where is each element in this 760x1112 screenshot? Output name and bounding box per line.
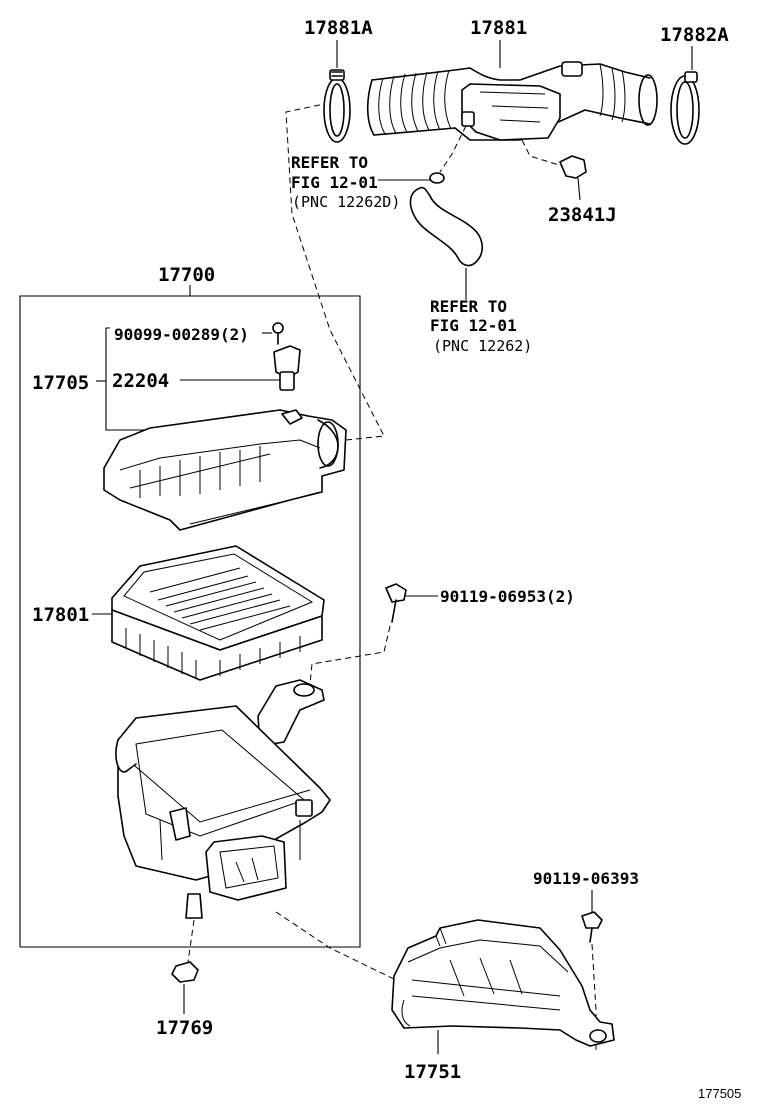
hose-clamp-17881a <box>323 40 351 143</box>
refer-note-1-line-3: (PNC 12262D) <box>292 193 400 211</box>
connection-line-cap-to-clamp <box>285 103 385 441</box>
label-17882a: 17882A <box>660 24 729 46</box>
label-23841j: 23841J <box>548 204 617 226</box>
screw-90099-00289 <box>262 322 284 345</box>
label-90099-00289: 90099-00289(2) <box>114 325 249 344</box>
grommet-17769 <box>171 919 199 1014</box>
figure-id: 177505 <box>698 1086 741 1101</box>
air-cleaner-case <box>115 679 331 919</box>
intake-hose-17881 <box>366 40 658 141</box>
label-17881a: 17881A <box>304 17 373 39</box>
air-inlet-17751 <box>275 911 615 1054</box>
label-90119-06953: 90119-06953(2) <box>440 587 575 606</box>
refer-note-2-line-3: (PNC 12262) <box>433 337 532 355</box>
vent-hose-connector <box>378 125 483 300</box>
label-17881: 17881 <box>470 17 527 39</box>
label-17751: 17751 <box>404 1061 461 1083</box>
refer-note-1-line-2: FIG 12-01 <box>291 173 378 192</box>
assembly-frame-17700 <box>19 285 361 948</box>
mass-air-flow-sensor-22204 <box>180 345 301 391</box>
label-17705: 17705 <box>32 372 89 394</box>
air-cleaner-cap-17705 <box>103 409 347 531</box>
air-filter-element-17801 <box>92 545 325 681</box>
label-22204: 22204 <box>112 370 169 392</box>
refer-note-2-line-1: REFER TO <box>430 297 507 316</box>
label-90119-06393: 90119-06393 <box>533 869 639 888</box>
bolt-90119-06953 <box>309 583 438 685</box>
refer-note-2-line-2: FIG 12-01 <box>430 316 517 335</box>
label-17700: 17700 <box>158 264 215 286</box>
leader-17705 <box>96 327 170 431</box>
label-17801: 17801 <box>32 604 89 626</box>
hose-clamp-17882a <box>670 46 700 145</box>
refer-note-1-line-1: REFER TO <box>291 153 368 172</box>
label-17769: 17769 <box>156 1017 213 1039</box>
clip-23841j <box>521 139 587 201</box>
